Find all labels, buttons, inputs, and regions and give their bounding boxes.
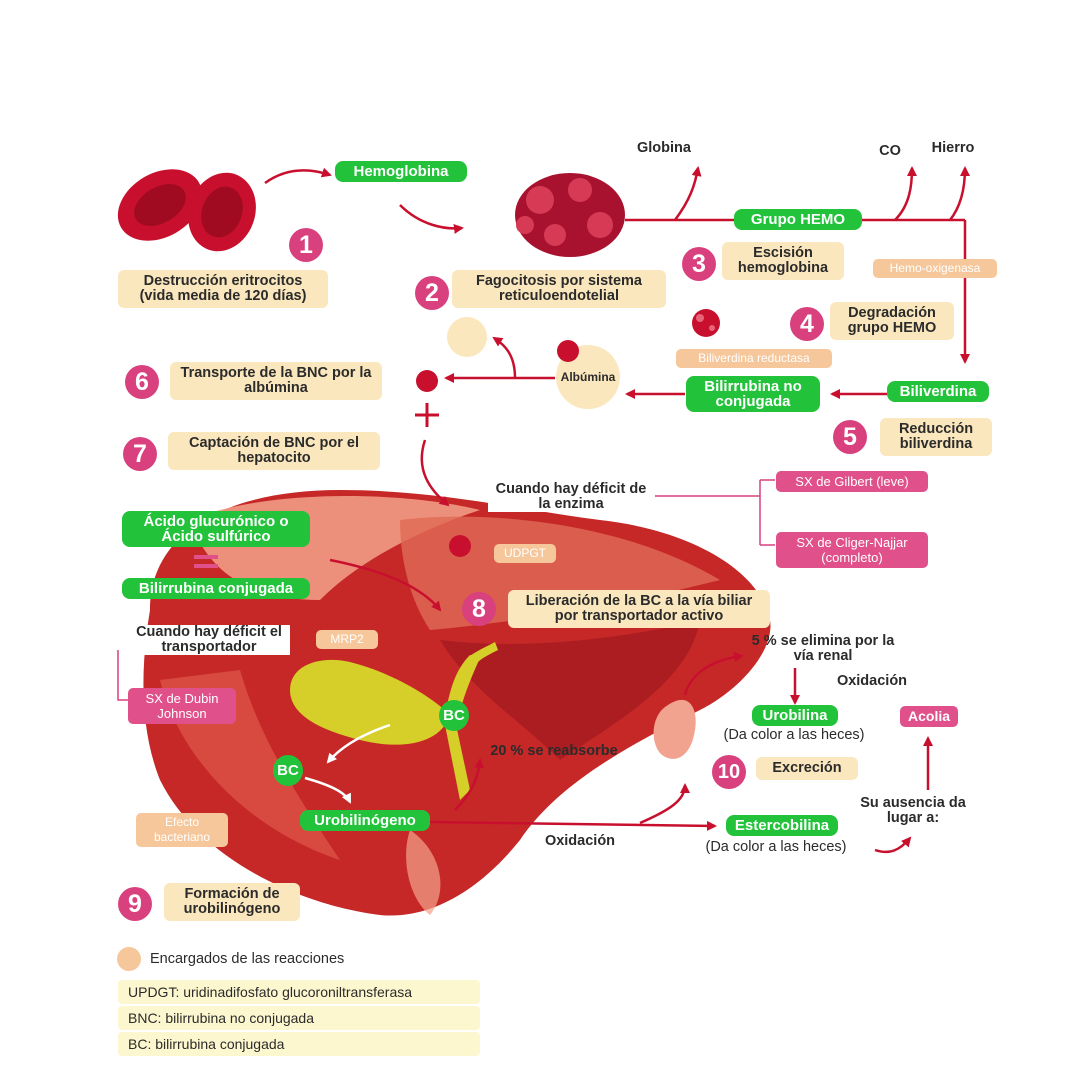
oxidacion-top-label: Oxidación xyxy=(836,673,908,689)
step-1-label: Destrucción eritrocitos (vida media de 1… xyxy=(118,270,328,308)
acido-glucuronico-label: Ácido glucurónico o Ácido sulfúrico xyxy=(122,511,310,547)
arrow-albumina-to-small xyxy=(492,336,517,379)
plus-sign-cross xyxy=(415,403,439,427)
acolia-label: Acolia xyxy=(900,706,958,727)
step-9-number: 9 xyxy=(118,887,152,921)
arrow-bc-to-urobilinogeno xyxy=(304,776,352,804)
deficit-transportador-label: Cuando hay déficit el transportador xyxy=(128,625,290,655)
reabsorbe-label: 20 % se reabsorbe xyxy=(490,743,618,759)
arrow-reabsorbe xyxy=(454,758,485,811)
equals-bottom xyxy=(194,564,218,568)
macrophage-illustration xyxy=(515,173,625,257)
bc-bottom-label: BC xyxy=(273,755,303,786)
equals-top xyxy=(194,555,218,559)
step-10-label: Excreción xyxy=(756,757,858,780)
step-5-label: Reducción biliverdina xyxy=(880,418,992,456)
legend-title: Encargados de las reacciones xyxy=(150,951,345,967)
arrow-cells-to-hemoglobina xyxy=(264,167,332,185)
step-8-number: 8 xyxy=(462,592,496,626)
estercobilina-label: Estercobilina xyxy=(726,815,838,836)
step-3-label: Escisión hemoglobina xyxy=(722,242,844,280)
efecto-bacteriano-label: Efecto bacteriano xyxy=(136,813,228,847)
step-10-number: 10 xyxy=(712,755,746,789)
bc-top-label: BC xyxy=(439,700,469,731)
step-3-number: 3 xyxy=(682,247,716,281)
udpgt-label: UDPGT xyxy=(494,544,556,563)
step-1-number: 1 xyxy=(289,228,323,262)
step-5-number: 5 xyxy=(833,420,867,454)
step-2-number: 2 xyxy=(415,276,449,310)
biliverdina-reductasa-label: Biliverdina reductasa xyxy=(676,349,832,368)
arrow-conjugation xyxy=(329,558,442,612)
sx-dubin-label: SX de Dubin Johnson xyxy=(128,688,236,724)
arrow-to-co xyxy=(894,166,917,221)
enzyme-blob-illustration xyxy=(692,309,720,337)
globina-label: Globina xyxy=(637,140,691,156)
hierro-label: Hierro xyxy=(931,140,975,156)
bilirubin-dot-free xyxy=(416,370,438,392)
arrow-to-estercobilina xyxy=(429,820,717,831)
arrow-kidney-to-renal xyxy=(683,652,744,696)
grupo-hemo-label: Grupo HEMO xyxy=(734,209,862,230)
sx-cliger-label: SX de Cliger-Najjar (completo) xyxy=(776,532,928,568)
arrow-bile-to-bc xyxy=(326,723,391,764)
legend-swatch xyxy=(117,947,141,971)
bilirubin-dot-liver xyxy=(449,535,471,557)
step-8-label: Liberación de la BC a la vía biliar por … xyxy=(508,590,770,628)
step-7-label: Captación de BNC por el hepatocito xyxy=(168,432,380,470)
arrow-to-hepatocyte xyxy=(420,439,450,507)
deficit-enzima-label: Cuando hay déficit de la enzima xyxy=(488,482,654,512)
urobilina-label: Urobilina xyxy=(752,705,838,726)
urobilina-note: (Da color a las heces) xyxy=(723,727,865,743)
arrow-to-hierro xyxy=(949,166,970,221)
estercobilina-note: (Da color a las heces) xyxy=(705,839,847,855)
step-6-label: Transporte de la BNC por la albúmina xyxy=(170,362,382,400)
arrow-hemoglobina-to-macrophage xyxy=(399,204,464,234)
sx-gilbert-label: SX de Gilbert (leve) xyxy=(776,471,928,492)
arrow-ausencia xyxy=(874,836,912,854)
red-blood-cells-illustration xyxy=(117,169,256,252)
bilirubin-dot-albumin xyxy=(557,340,579,362)
bracket-enzyme xyxy=(655,479,775,546)
urobilinogeno-label: Urobilinógeno xyxy=(300,810,430,831)
mrp2-label: MRP2 xyxy=(316,630,378,649)
step-7-number: 7 xyxy=(123,437,157,471)
legend-entry-udpgt: UPDGT: uridinadifosfato glucoroniltransf… xyxy=(118,980,480,1004)
step-9-label: Formación de urobilinógeno xyxy=(164,883,300,921)
step-4-label: Degradación grupo HEMO xyxy=(830,302,954,340)
bilirrubina-conjugada-label: Bilirrubina conjugada xyxy=(122,578,310,599)
bilirrubina-no-conjugada-label: Bilirrubina no conjugada xyxy=(686,376,820,412)
oxidacion-bottom-label: Oxidación xyxy=(544,833,616,849)
kidney-illustration xyxy=(653,699,696,759)
biliverdina-label: Biliverdina xyxy=(887,381,989,402)
step-4-number: 4 xyxy=(790,307,824,341)
arrow-to-kidney xyxy=(639,783,690,825)
albumin-circle-small xyxy=(447,317,487,357)
step-2-label: Fagocitosis por sistema reticuloendoteli… xyxy=(452,270,666,308)
bracket-transportador xyxy=(117,650,128,701)
co-label: CO xyxy=(879,143,901,159)
ausencia-label: Su ausencia da lugar a: xyxy=(860,795,966,826)
legend-entry-bc: BC: bilirrubina conjugada xyxy=(118,1032,480,1056)
legend-entry-bnc: BNC: bilirrubina no conjugada xyxy=(118,1006,480,1030)
hemoglobina-label: Hemoglobina xyxy=(335,161,467,182)
arrow-to-globina xyxy=(673,166,702,221)
hemo-oxigenasa-label: Hemo-oxigenasa xyxy=(873,259,997,278)
renal-label: 5 % se elimina por la vía renal xyxy=(751,633,895,664)
step-6-number: 6 xyxy=(125,365,159,399)
albumina-label: Albúmina xyxy=(560,370,616,384)
